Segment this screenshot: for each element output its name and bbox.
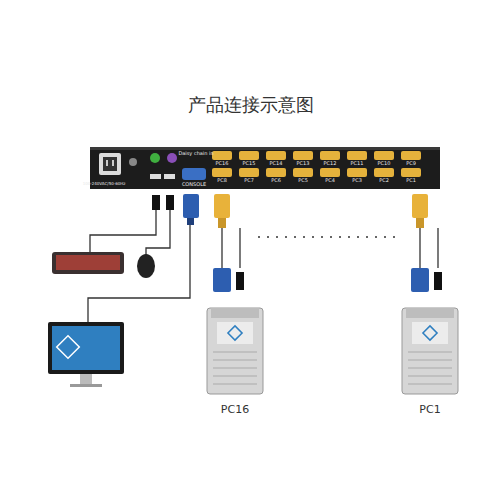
monitor-screen (52, 326, 120, 370)
vga-port (320, 151, 340, 160)
kvm-body (90, 147, 440, 189)
vga-port (401, 151, 421, 160)
port-label: PC11 (351, 161, 364, 166)
panel-label: CONSOLE (182, 182, 206, 187)
vga-port (374, 151, 394, 160)
port-label: PC9 (406, 161, 416, 166)
ps2-port (167, 153, 177, 163)
keyboard-keys (56, 255, 120, 270)
ellipsis-dots (258, 236, 395, 238)
vga-port (293, 151, 313, 160)
usb-plug (434, 272, 442, 290)
ps2-port (150, 153, 160, 163)
vga-plug-neck (218, 218, 226, 228)
port-label: PC8 (217, 178, 227, 183)
usb-port (164, 174, 175, 179)
port-label: PC10 (378, 161, 391, 166)
keyboard (52, 252, 124, 274)
kvm-top-edge (90, 147, 440, 150)
pin (106, 160, 108, 166)
vga-plug-neck (416, 218, 424, 228)
vga-port (347, 151, 367, 160)
vga-plug (411, 268, 429, 292)
pc-label: PC1 (398, 403, 462, 416)
usb-port (150, 174, 161, 179)
vga-port (212, 168, 232, 177)
port-label: PC14 (270, 161, 283, 166)
vga-port (212, 151, 232, 160)
pc-tower: PC16 (203, 300, 267, 416)
port-label: PC1 (406, 178, 416, 183)
vga-port (347, 168, 367, 177)
vga-port (239, 151, 259, 160)
panel-label: Daisy chain in (178, 151, 213, 156)
console-port (182, 168, 206, 180)
port-label: PC7 (244, 178, 254, 183)
pc-label: PC16 (203, 403, 267, 416)
port-label: PC2 (379, 178, 389, 183)
mouse (137, 254, 155, 278)
port-label: PC12 (324, 161, 337, 166)
cables (88, 210, 438, 322)
port-grid (212, 151, 421, 177)
tower-drawing (203, 300, 267, 396)
vga-port (266, 168, 286, 177)
vga-plug (412, 194, 428, 218)
vga-plug (213, 268, 231, 292)
power-socket (99, 153, 121, 175)
vga-port (320, 168, 340, 177)
vga-port (374, 168, 394, 177)
port-label: PC5 (298, 178, 308, 183)
vga-plug (214, 194, 230, 218)
port-label: PC16 (216, 161, 229, 166)
usb-plug (236, 272, 244, 290)
pin (112, 160, 114, 166)
panel-label: 100-240VAC/50-60Hz (83, 182, 126, 186)
usb-plug (152, 195, 160, 210)
tower-drawing (398, 300, 462, 396)
monitor-base (70, 384, 102, 387)
port-label: PC3 (352, 178, 362, 183)
vga-port (239, 168, 259, 177)
port-label: PC13 (297, 161, 310, 166)
monitor (48, 322, 124, 374)
power-socket-inner (103, 157, 117, 171)
vga-port (266, 151, 286, 160)
pc-tower: PC1 (398, 300, 462, 416)
vga-port (293, 168, 313, 177)
port-label: PC15 (243, 161, 256, 166)
vga-plug (183, 194, 199, 218)
logo-mark (57, 336, 80, 359)
usb-plug (166, 195, 174, 210)
vga-port (401, 168, 421, 177)
port-label: PC6 (271, 178, 281, 183)
port-label: PC4 (325, 178, 335, 183)
title: 产品连接示意图 (0, 93, 502, 117)
vga-plug-neck (187, 218, 194, 225)
switch (129, 158, 137, 166)
monitor-stand (80, 374, 92, 384)
